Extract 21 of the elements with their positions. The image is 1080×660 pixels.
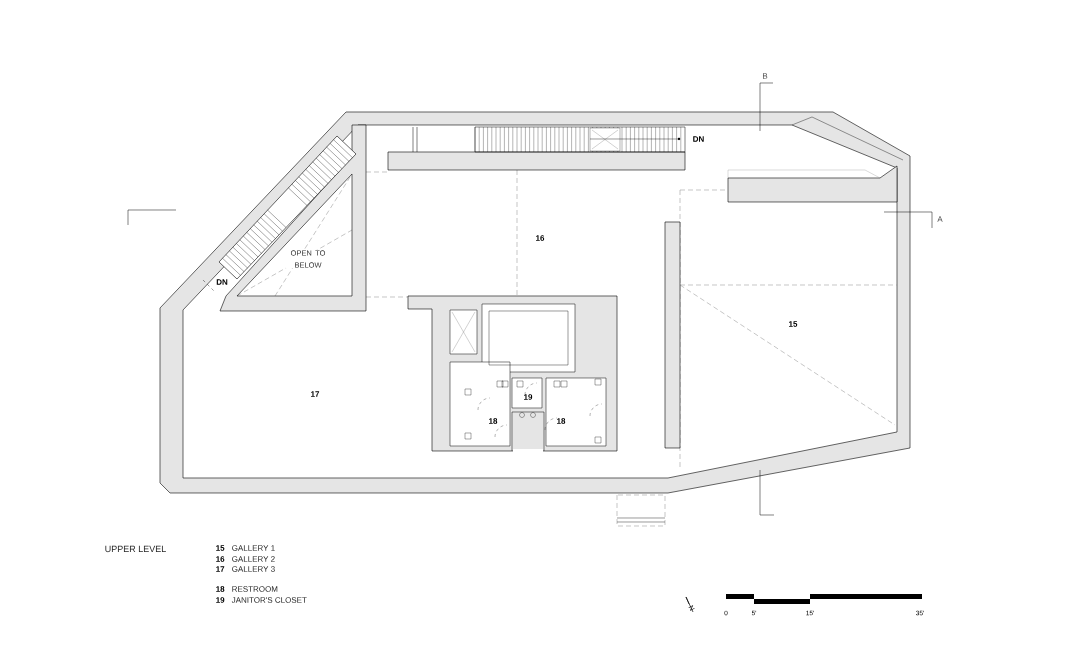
section-letter: B <box>763 73 768 79</box>
title: UPPER LEVEL <box>105 545 166 553</box>
legend-text: RESTROOM <box>232 586 278 592</box>
legend-number: 18 <box>216 586 225 592</box>
legend-number: 15 <box>216 545 225 551</box>
legend-number: 19 <box>216 597 225 603</box>
room-number: 17 <box>311 391 320 397</box>
legend-text: GALLERY 3 <box>232 566 275 572</box>
room-number: 16 <box>536 235 545 241</box>
legend-number: 16 <box>216 556 225 562</box>
legend-text: GALLERY 1 <box>232 545 275 551</box>
direction-label: DN <box>216 279 228 285</box>
legend-number: 17 <box>216 566 225 572</box>
room-number: 18 <box>557 418 566 424</box>
direction-label: DN <box>693 136 704 142</box>
room-number: 19 <box>524 394 533 400</box>
section-letter: A <box>937 216 943 222</box>
legend-text: GALLERY 2 <box>232 556 275 562</box>
room-number: 15 <box>789 321 798 327</box>
legend-text: JANITOR'S CLOSET <box>231 597 307 603</box>
room-number: 18 <box>489 418 498 424</box>
